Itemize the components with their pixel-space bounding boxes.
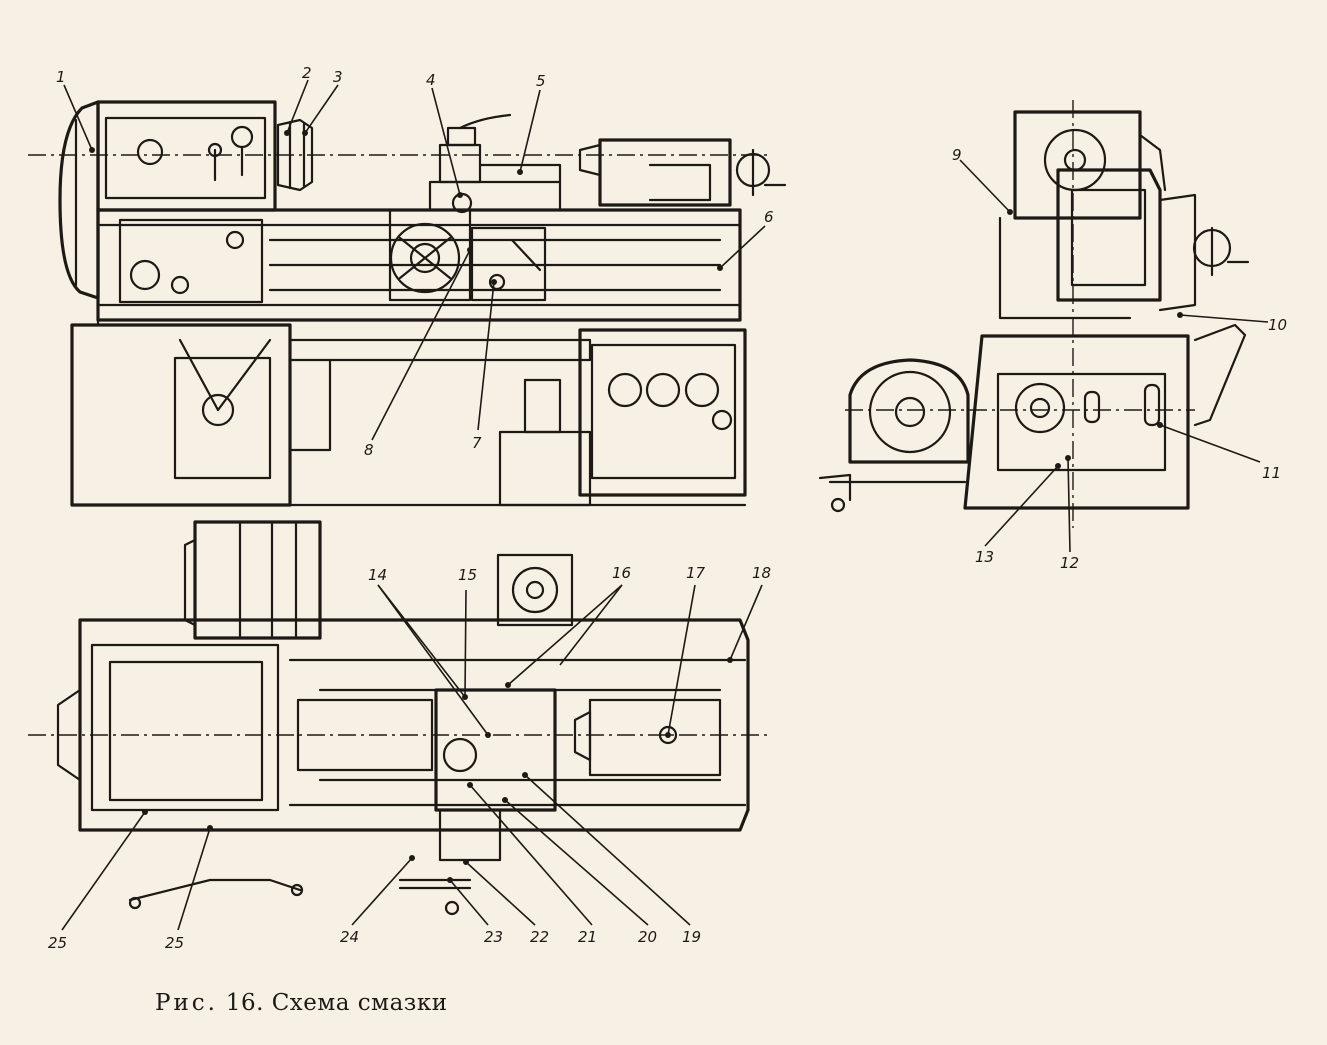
callout-11: 11 xyxy=(1262,464,1281,482)
callout-1: 1 xyxy=(56,68,66,86)
callout-labels: 1 2 3 4 5 6 7 8 9 10 11 12 13 14 15 16 1… xyxy=(48,64,1287,952)
callout-2: 2 xyxy=(302,64,312,82)
callout-23: 23 xyxy=(484,928,503,946)
callout-9: 9 xyxy=(952,146,962,164)
callout-22: 22 xyxy=(530,928,549,946)
callout-7: 7 xyxy=(472,434,482,452)
callout-14: 14 xyxy=(368,566,387,584)
callout-20: 20 xyxy=(638,928,657,946)
figure-caption: Рис. 16. Схема смазки xyxy=(155,990,448,1016)
top-view xyxy=(28,520,770,931)
callout-25-headstock: 25 xyxy=(48,934,67,952)
callout-12: 12 xyxy=(1060,554,1079,572)
front-view xyxy=(28,79,787,507)
callout-13: 13 xyxy=(975,548,994,566)
callout-10: 10 xyxy=(1268,316,1287,334)
callout-5: 5 xyxy=(536,72,546,90)
callout-16: 16 xyxy=(612,564,631,582)
callout-8: 8 xyxy=(364,441,374,459)
callout-18: 18 xyxy=(752,564,771,582)
callout-21: 21 xyxy=(578,928,597,946)
callout-19: 19 xyxy=(682,928,701,946)
callout-17: 17 xyxy=(686,564,706,582)
callout-15: 15 xyxy=(458,566,477,584)
callout-24: 24 xyxy=(340,928,359,946)
callout-3: 3 xyxy=(333,68,343,86)
callout-6: 6 xyxy=(764,208,774,226)
figure-caption-prefix: Рис. xyxy=(155,990,218,1016)
side-view xyxy=(818,100,1269,553)
callout-25-handle: 25 xyxy=(165,934,184,952)
callout-4: 4 xyxy=(426,71,436,89)
figure-caption-text: 16. Схема смазки xyxy=(225,990,448,1016)
